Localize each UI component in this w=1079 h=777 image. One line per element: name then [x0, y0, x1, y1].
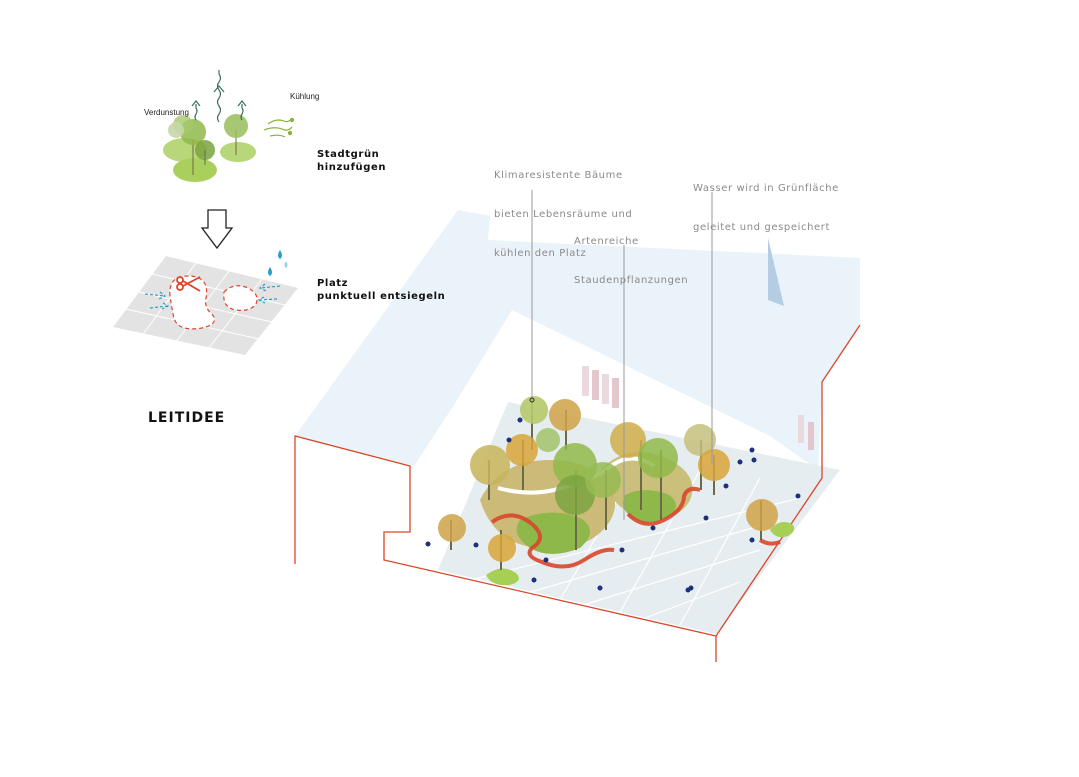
down-arrow-icon	[200, 209, 234, 250]
plaza-unsealing-illustration	[113, 256, 298, 355]
annotation-leaders	[531, 190, 713, 520]
annotation-water-line1: Wasser wird in Grünfläche	[693, 183, 839, 194]
annotation-water-line2: geleitet und gespeichert	[693, 222, 830, 233]
annotation-trees: Klimaresistente Bäume bieten Lebensräume…	[494, 143, 632, 273]
annotation-trees-line3: kühlen den Platz	[494, 248, 587, 259]
annotation-perennials-line2: Staudenpflanzungen	[574, 275, 689, 286]
cooling-wind-icon	[263, 117, 295, 138]
annotation-perennials: Artenreiche Staudenpflanzungen	[574, 209, 688, 300]
evaporation-arrows	[191, 70, 247, 123]
people	[425, 417, 801, 593]
step2-line2: punktuell entsiegeln	[317, 291, 446, 302]
annotation-perennials-line1: Artenreiche	[574, 236, 639, 247]
annotation-trees-line1: Klimaresistente Bäume	[494, 170, 623, 181]
trees	[438, 396, 778, 570]
seating-bands	[490, 486, 781, 569]
step1-heading: Stadtgrün hinzufügen	[317, 148, 386, 174]
plaza-paving-grid	[469, 459, 801, 626]
step2-line1: Platz	[317, 278, 349, 289]
annotation-trees-line2: bieten Lebensräume und	[494, 209, 633, 220]
step1-line1: Stadtgrün	[317, 149, 380, 160]
annotation-water: Wasser wird in Grünfläche geleitet und g…	[693, 156, 839, 247]
step2-heading: Platz punktuell entsiegeln	[317, 277, 445, 303]
water-drop-icons	[268, 250, 288, 276]
site-outline	[294, 324, 861, 662]
inflow-arrows	[144, 283, 281, 310]
label-cooling: Kühlung	[290, 92, 320, 101]
label-evaporation: Verdunstung	[144, 108, 189, 117]
green-islands-illustration	[163, 114, 256, 182]
concept-title: LEITIDEE	[148, 410, 226, 426]
surrounding-buildings	[295, 210, 860, 572]
scissors-icon	[176, 276, 201, 292]
banners	[582, 366, 814, 450]
step1-line2: hinzufügen	[317, 162, 387, 173]
